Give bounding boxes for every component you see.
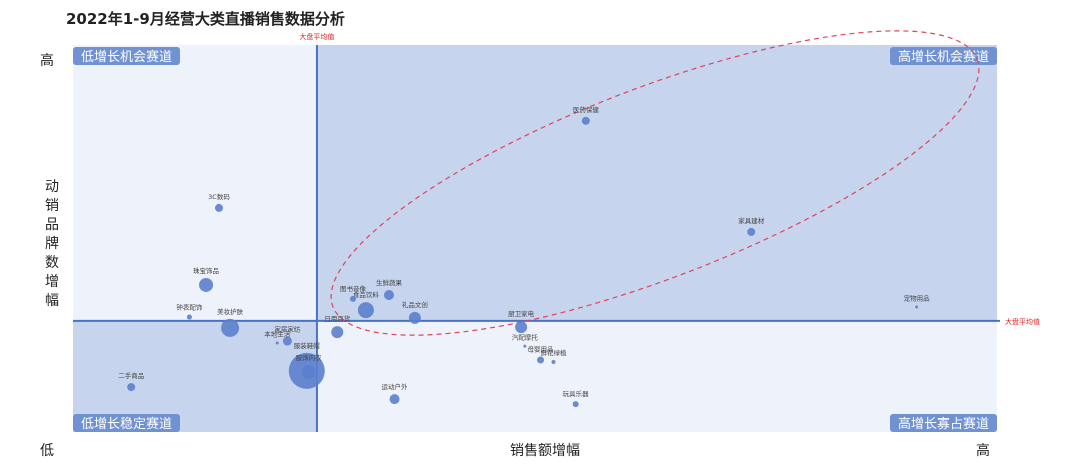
quadrant-label: 低增长机会赛道 [81,49,172,65]
point-label: 服饰内衣 [296,353,323,362]
quadrant-badge [890,414,997,432]
data-point [301,365,316,380]
data-point [408,311,421,324]
quadrant-badge [73,47,180,65]
data-point [523,344,527,348]
point-label: 宠物用品 [904,293,930,302]
point-label: 鲜花绿植 [540,348,567,357]
point-label: 厨卫家电 [508,309,535,318]
quadrant-label: 低增长稳定赛道 [81,416,172,432]
point-label: 食品饮料 [353,290,380,299]
data-point [275,341,279,345]
point-label: 珠宝饰品 [193,266,219,275]
point-label: 运动户外 [382,382,409,391]
y-axis-label: 动销品牌数增幅 [45,179,59,309]
data-point [186,314,192,320]
data-point [389,394,400,405]
quadrant-badge [890,47,997,65]
point-label: 医药保健 [573,105,600,114]
point-label: 生鲜蔬果 [376,278,403,287]
average-y-label: 大盘平均值 [1005,317,1040,326]
x-low-label: 低 [40,443,54,459]
point-label: 钟表配饰 [176,303,203,312]
quadrant-label: 高增长寡占赛道 [898,416,989,432]
data-point [581,116,590,125]
point-label: 家具建材 [738,216,765,225]
point-label: 二手商品 [118,371,144,380]
data-point [537,356,545,364]
data-point [384,290,395,301]
data-point [349,295,356,302]
point-label: 图书音像 [340,284,367,293]
quadrant-label: 高增长机会赛道 [898,49,989,65]
average-x-label: 大盘平均值 [299,32,334,41]
quadrant-top-left [73,45,317,321]
point-label: 美妆护肤 [217,307,244,316]
data-point [282,336,292,346]
point-label: 汽配摩托 [512,333,539,342]
point-label: 礼品文创 [402,300,428,309]
quadrant-top-right [316,45,997,321]
chart-title: 2022年1-9月经营大类直播销售数据分析 [66,10,345,28]
data-point [915,305,919,309]
point-label: 服装鞋帽 [294,341,321,350]
point-label: 本地生活 [264,329,291,338]
x-axis-label: 销售额增幅 [510,443,580,459]
y-high-label: 高 [40,53,54,69]
quadrant-bottom-left [73,320,317,432]
data-point [331,326,344,339]
quadrant-badge [73,414,180,432]
point-label: 日用百货 [324,314,351,323]
data-point [214,203,223,212]
data-point [572,401,579,408]
point-label: 3C数码 [208,192,230,201]
data-point [199,277,214,292]
data-point [747,227,756,236]
data-point [127,383,136,392]
x-high-label: 高 [976,443,990,459]
data-point [551,359,556,364]
data-point [357,302,374,319]
quadrant-bottom-right [316,320,997,432]
point-label: 母婴用品 [528,346,554,354]
point-label: 玩具乐器 [563,389,590,398]
data-point [221,318,240,337]
highlight-ellipse [330,30,980,336]
point-label: 家居家纺 [274,325,301,334]
data-point [515,321,528,334]
